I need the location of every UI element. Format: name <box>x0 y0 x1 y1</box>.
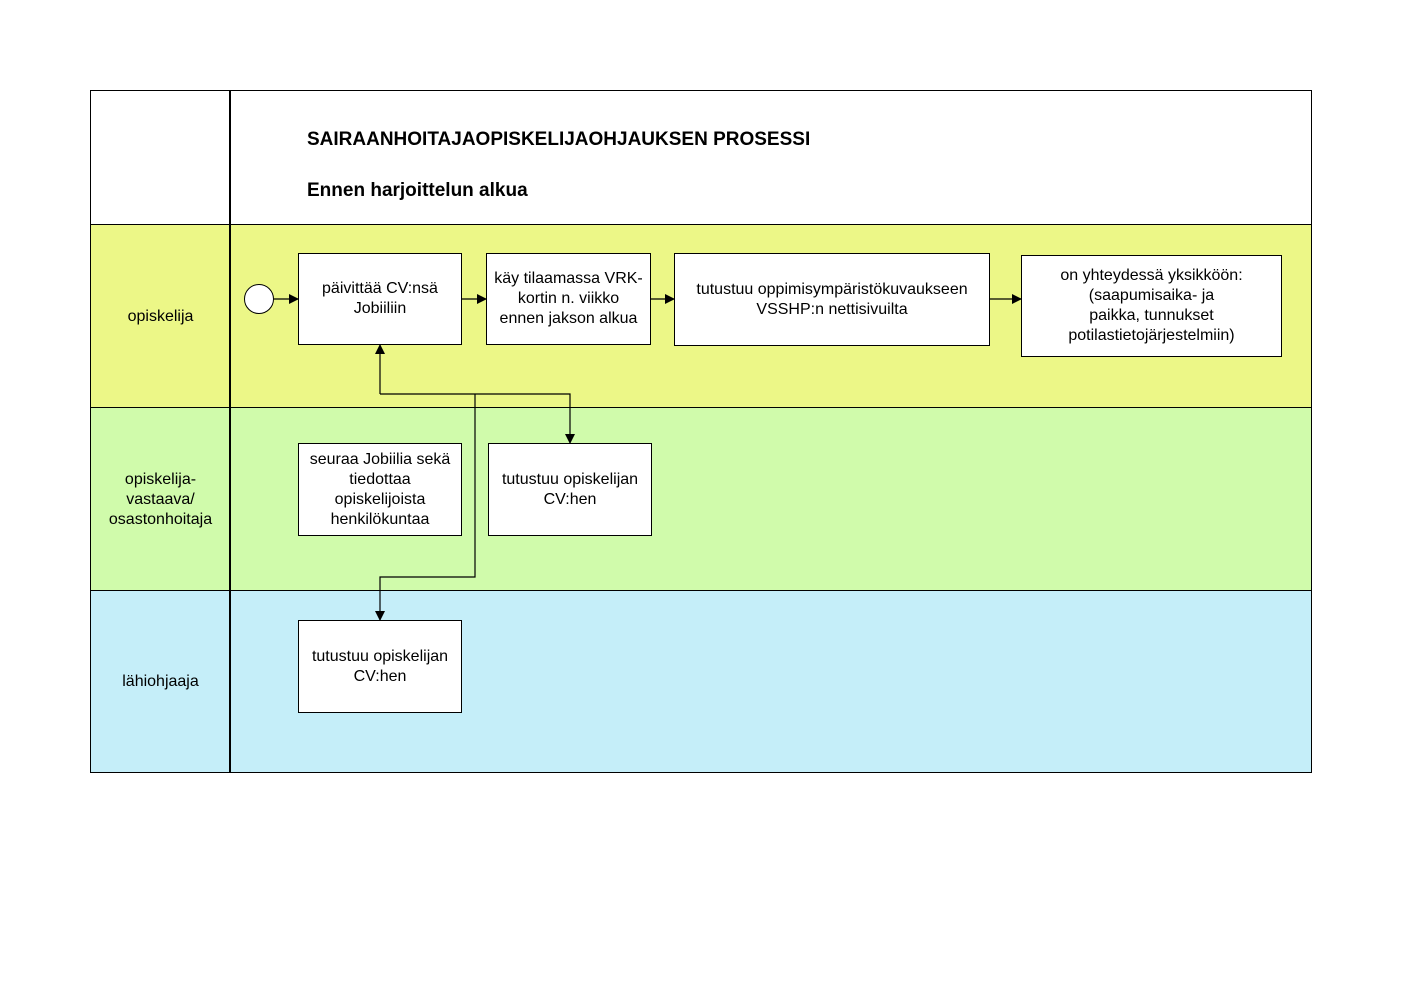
step-contact-unit: on yhteydessä yksikköön: (saapumisaika- … <box>1021 255 1282 357</box>
lane-opiskelijavastaava <box>90 407 1312 591</box>
header-lane <box>90 90 1312 225</box>
lane-label-opiskelija: opiskelija <box>127 308 194 325</box>
step-read-cv-supervisor: tutustuu opiskelijan CV:hen <box>298 620 462 713</box>
step-update-cv: päivittää CV:nsä Jobiiliin <box>298 253 462 345</box>
lane-label-lahiohjaaja: lähiohjaaja <box>122 673 199 690</box>
step-order-card: käy tilaamassa VRK- kortin n. viikko enn… <box>486 253 651 345</box>
start-event-circle <box>244 284 274 314</box>
diagram-title: SAIRAANHOITAJAOPISKELIJAOHJAUKSEN PROSES… <box>307 129 811 150</box>
lane-label-divider <box>229 90 231 773</box>
step-read-cv-manager: tutustuu opiskelijan CV:hen <box>488 443 652 536</box>
lane-label-opiskelijavastaava: opiskelija- vastaava/ osastonhoitaja <box>108 471 213 528</box>
lane-lahiohjaaja <box>90 590 1312 773</box>
diagram-subtitle: Ennen harjoittelun alkua <box>307 180 528 201</box>
step-follow-jobiili: seuraa Jobiilia sekä tiedottaa opiskelij… <box>298 443 462 536</box>
step-learning-environment: tutustuu oppimisympäristökuvaukseen VSSH… <box>674 253 990 346</box>
